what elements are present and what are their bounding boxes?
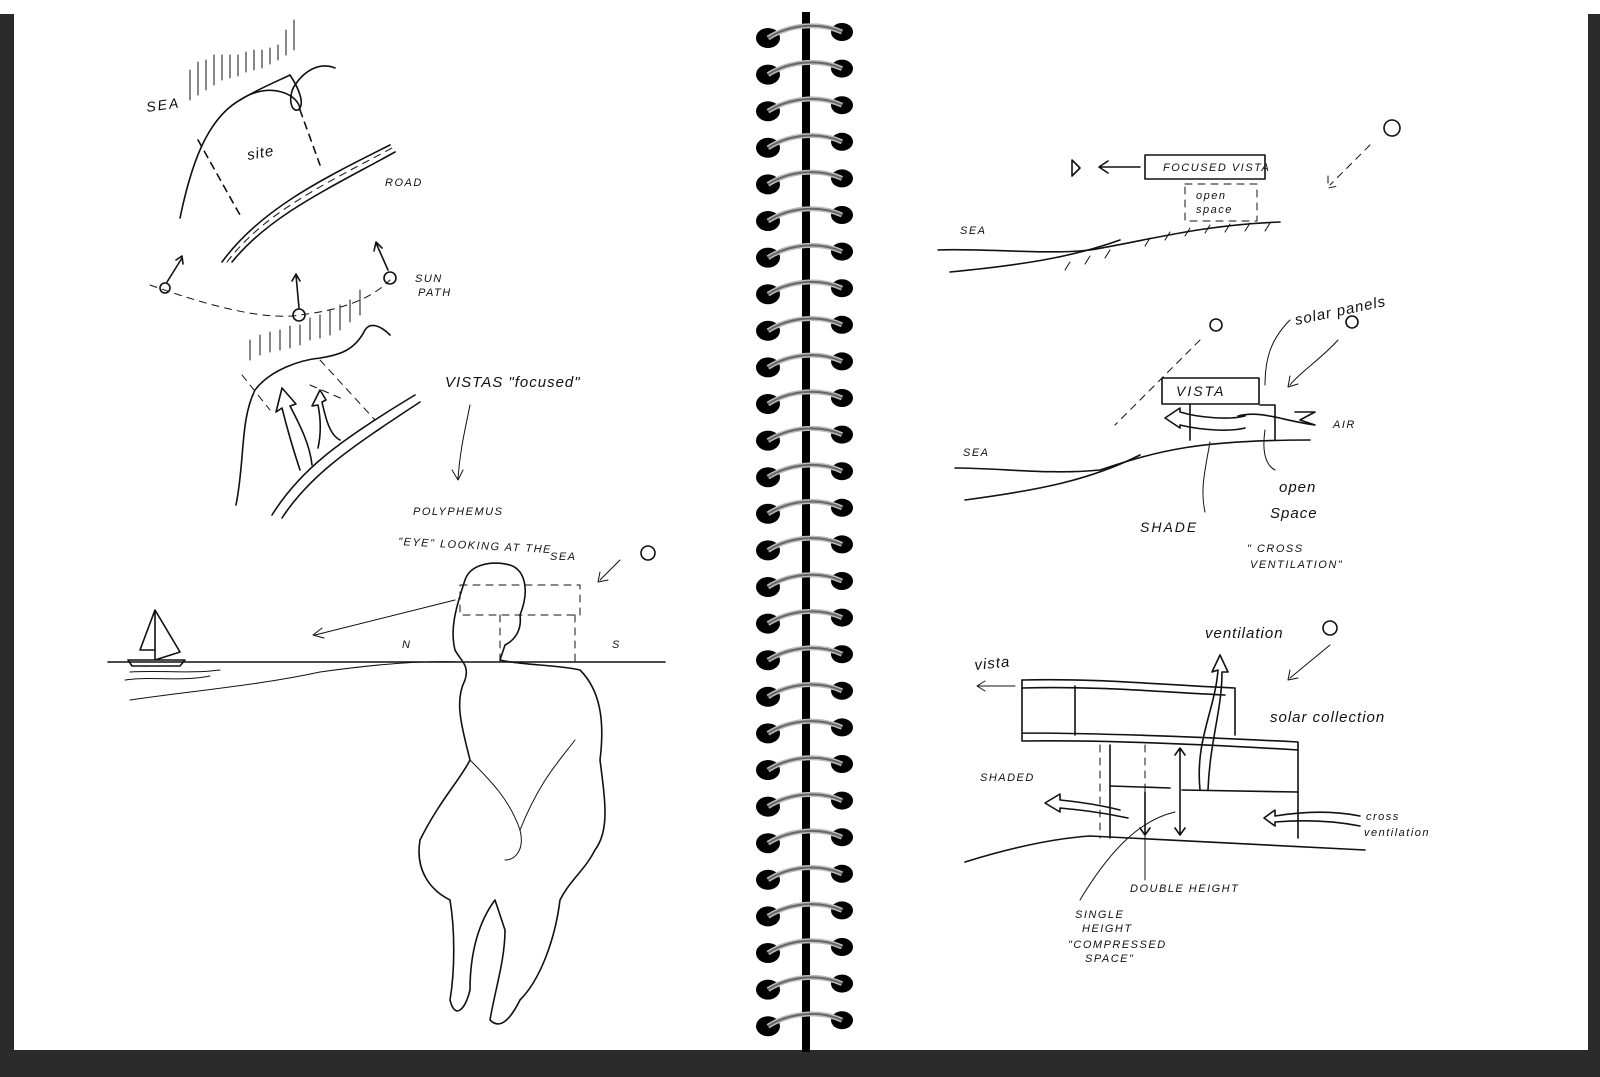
label-air: AIR bbox=[1332, 419, 1356, 431]
label-sun: SUN bbox=[415, 273, 443, 285]
binding-ring bbox=[756, 389, 853, 414]
label-ventilation-3: ventilation bbox=[1205, 625, 1284, 642]
vistas-arrow bbox=[451, 404, 471, 481]
label-south: S bbox=[612, 639, 621, 651]
site-plan-sketch bbox=[179, 19, 396, 263]
label-the-sea: SEA bbox=[550, 551, 577, 563]
binding-ring bbox=[756, 791, 853, 817]
binding-ring bbox=[756, 498, 853, 524]
binding-ring bbox=[756, 755, 853, 780]
label-cross: " CROSS bbox=[1247, 543, 1304, 555]
label-open-2: open bbox=[1279, 479, 1316, 496]
polyphemus-figure-sketch bbox=[107, 545, 666, 1025]
binding-ring bbox=[756, 938, 853, 963]
label-open: open bbox=[1196, 190, 1226, 202]
label-height: HEIGHT bbox=[1082, 923, 1133, 935]
right-page-annotations: FOCUSED VISTA open space SEA solar panel… bbox=[960, 162, 1430, 965]
binding-ring bbox=[756, 462, 853, 488]
binding-ring bbox=[756, 718, 853, 744]
binding-ring bbox=[756, 974, 853, 1000]
binding-ring bbox=[756, 608, 853, 634]
label-shaded: SHADED bbox=[980, 772, 1035, 784]
vistas-plan-sketch bbox=[235, 289, 421, 519]
label-road: ROAD bbox=[385, 177, 423, 189]
label-focused-vista: FOCUSED VISTA bbox=[1163, 162, 1270, 174]
sun-path-sketch bbox=[149, 241, 397, 322]
label-single: SINGLE bbox=[1075, 909, 1124, 921]
label-ventilation: VENTILATION" bbox=[1250, 559, 1343, 571]
label-vista-2: VISTA bbox=[1176, 383, 1225, 399]
label-ventilation-cross-3: ventilation bbox=[1364, 827, 1430, 839]
label-solar-collection: solar collection bbox=[1270, 709, 1385, 726]
label-shade: SHADE bbox=[1140, 519, 1198, 535]
label-site: site bbox=[246, 142, 276, 163]
binding-ring bbox=[756, 59, 853, 85]
binding-ring bbox=[756, 279, 853, 305]
binding-ring bbox=[756, 352, 853, 378]
binding-ring bbox=[756, 535, 853, 561]
binding-ring bbox=[756, 315, 853, 341]
binding-ring bbox=[756, 572, 853, 597]
label-sea-1: SEA bbox=[960, 225, 987, 237]
binding-ring bbox=[756, 864, 853, 890]
spiral-binding bbox=[756, 23, 853, 1037]
binding-ring bbox=[756, 645, 853, 671]
label-vistas-focused: VISTAS "focused" bbox=[445, 374, 581, 391]
binding-ring bbox=[756, 169, 853, 195]
binding-ring bbox=[756, 681, 853, 707]
label-path: PATH bbox=[418, 287, 452, 299]
binding-ring bbox=[756, 206, 853, 231]
binding-ring bbox=[756, 828, 853, 854]
label-double-height: DOUBLE HEIGHT bbox=[1130, 883, 1239, 895]
binding-ring bbox=[756, 1011, 853, 1037]
binding-ring bbox=[756, 901, 853, 927]
label-sea: SEA bbox=[145, 94, 181, 115]
binding-ring bbox=[756, 132, 853, 158]
label-vista-3: vista bbox=[974, 653, 1011, 674]
label-north: N bbox=[402, 639, 411, 651]
binding-ring bbox=[756, 425, 853, 451]
label-polyphemus: POLYPHEMUS bbox=[413, 506, 503, 518]
label-space-2: Space bbox=[1270, 505, 1318, 522]
label-space-3: SPACE" bbox=[1085, 953, 1134, 965]
binding-ring bbox=[756, 96, 853, 122]
binding-ring bbox=[756, 23, 853, 48]
left-page bbox=[14, 14, 804, 1050]
right-page bbox=[800, 14, 1588, 1050]
binding-ring bbox=[756, 242, 853, 268]
section-2-sketch bbox=[954, 315, 1359, 513]
label-space: space bbox=[1196, 204, 1233, 216]
section-3-sketch bbox=[964, 620, 1366, 901]
label-compressed: "COMPRESSED bbox=[1068, 939, 1167, 951]
label-cross-3: cross bbox=[1366, 811, 1400, 823]
section-1-sketch bbox=[937, 119, 1401, 273]
label-sea-2: SEA bbox=[963, 447, 990, 459]
